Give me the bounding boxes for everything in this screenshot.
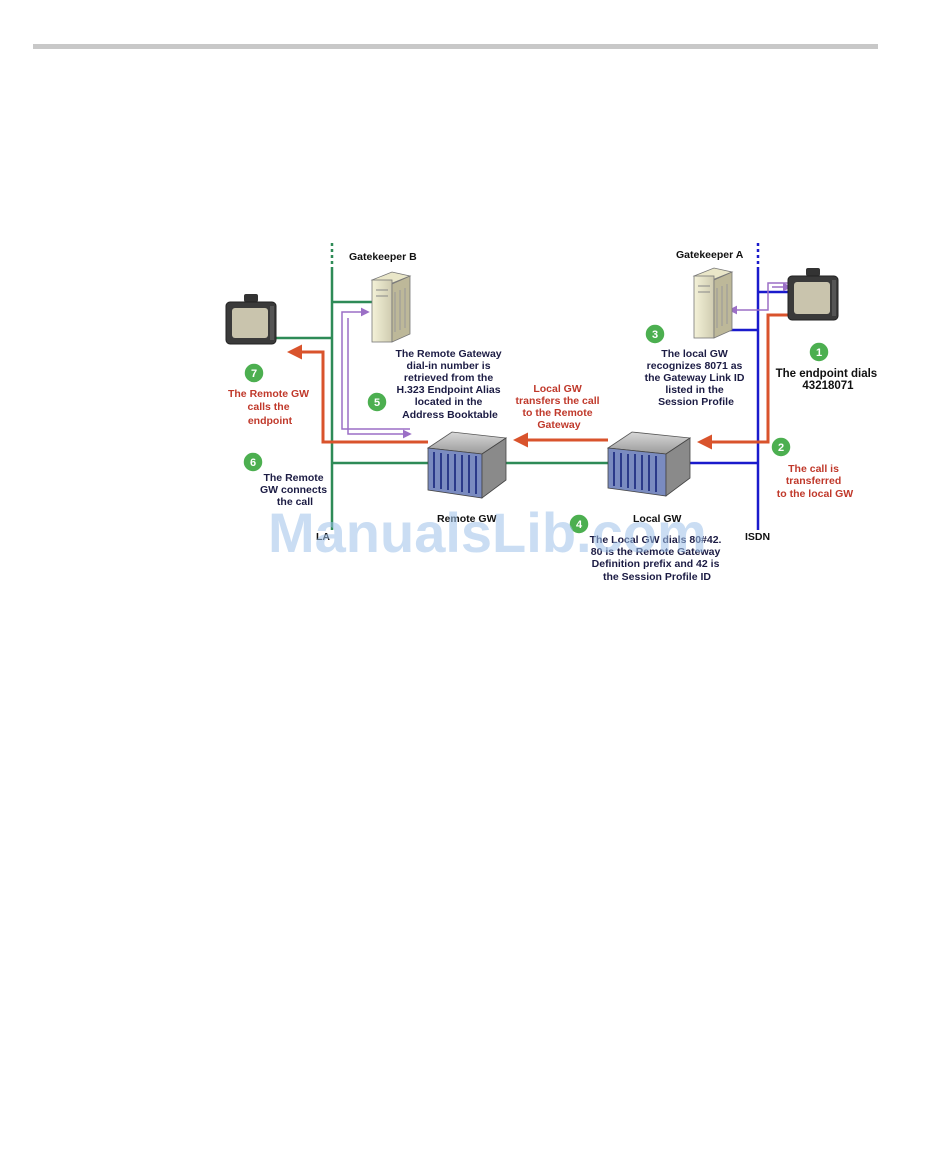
local-gw-label: Local GW (633, 513, 682, 525)
step-3-number: 3 (652, 329, 658, 341)
step-5: 5 The Remote Gateway dial-in number is r… (366, 348, 504, 421)
step-2-number: 2 (778, 442, 784, 454)
step-2-badge (770, 436, 792, 458)
step-3-text: The local GW recognizes 8071 as the Gate… (645, 348, 748, 408)
step-4: 4 The Local GW dials 80#42. 80 is the Re… (568, 513, 725, 583)
step-2: 2 The call is transferred to the local G… (770, 436, 854, 500)
local-gw-chassis-icon (606, 431, 692, 497)
watermark-text: ManualsLib.com (268, 501, 707, 564)
query-remote-gw-to-gatekeeper-b (341, 307, 410, 430)
remote-endpoint-monitor-icon (225, 294, 277, 345)
top-rule (33, 44, 878, 49)
step-5-text: The Remote Gateway dial-in number is ret… (395, 348, 504, 421)
isdn-label: ISDN (745, 531, 770, 543)
step-7-badge (243, 362, 265, 384)
step-2-text: The call is transferred to the local GW (777, 463, 854, 500)
step-3: 3 The local GW recognizes 8071 as the Ga… (644, 323, 748, 408)
step-6-number: 6 (250, 457, 256, 469)
step-3-badge (644, 323, 666, 345)
step-1-number: 1 (816, 347, 822, 359)
step-1-text: The endpoint dials 43218071 (776, 368, 881, 392)
step-1: 1 The endpoint dials 43218071 (776, 341, 881, 392)
step-6: 6 The Remote GW connects the call (242, 451, 330, 508)
step-6-text: The Remote GW connects the call (260, 472, 330, 508)
step-7-number: 7 (251, 368, 257, 380)
query-endpoint-to-gatekeeper-a (728, 282, 790, 315)
step-7-text: The Remote GW calls the endpoint (228, 388, 312, 427)
call-path-endpoint-to-local-gw (697, 313, 790, 450)
remote-gw-label: Remote GW (437, 513, 497, 525)
step-4-text: The Local GW dials 80#42. 80 is the Remo… (590, 534, 725, 583)
step-1-badge (808, 341, 830, 363)
gatekeeper-b-server-icon (370, 271, 412, 343)
transfer-arrow-label: Local GW transfers the call to the Remot… (516, 383, 603, 431)
step-4-badge (568, 513, 590, 535)
query-gatekeeper-b-to-remote-gw (347, 318, 412, 439)
gatekeeper-a-server-icon (692, 267, 734, 339)
gatekeeper-b-label: Gatekeeper B (349, 251, 417, 263)
step-7: 7 The Remote GW calls the endpoint (228, 362, 312, 427)
step-5-badge (366, 391, 388, 413)
step-6-badge (242, 451, 264, 473)
call-path-remote-gw-to-endpoint (287, 344, 428, 444)
local-endpoint-monitor-icon (787, 268, 839, 321)
remote-gw-chassis-icon (426, 431, 508, 499)
step-5-number: 5 (374, 397, 380, 409)
step-4-number: 4 (576, 519, 583, 531)
lan-label: LA (316, 531, 330, 543)
gatekeeper-a-label: Gatekeeper A (676, 249, 744, 261)
